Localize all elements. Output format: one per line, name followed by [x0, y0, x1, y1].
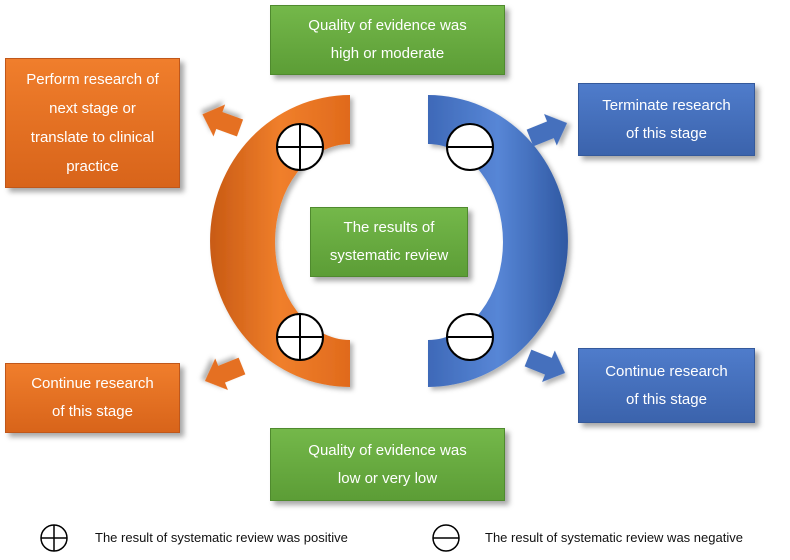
legend-positive-label: The result of systematic review was posi…: [95, 530, 348, 545]
negative-symbol-icon: [446, 123, 494, 171]
arrow-top-right: [526, 113, 568, 147]
box-perform-next-stage: Perform research of next stage or transl…: [5, 58, 180, 188]
box-systematic-review-results: The results of systematic review: [310, 207, 468, 277]
arrow-bottom-right: [524, 349, 566, 383]
positive-symbol-icon: [276, 313, 324, 361]
legend-positive-icon: [40, 524, 68, 552]
orange-arc: [210, 95, 350, 387]
box-quality-high: Quality of evidence was high or moderate: [270, 5, 505, 75]
positive-symbol-icon: [276, 123, 324, 171]
arrow-top-left: [202, 104, 244, 137]
box-continue-research-left: Continue research of this stage: [5, 363, 180, 433]
box-quality-low: Quality of evidence was low or very low: [270, 428, 505, 501]
arrow-bottom-left: [204, 357, 246, 391]
negative-symbol-icon: [446, 313, 494, 361]
legend-negative-icon: [432, 524, 460, 552]
box-terminate-research: Terminate research of this stage: [578, 83, 755, 156]
blue-arc: [428, 95, 568, 387]
legend-negative-label: The result of systematic review was nega…: [485, 530, 743, 545]
box-continue-research-right: Continue research of this stage: [578, 348, 755, 423]
